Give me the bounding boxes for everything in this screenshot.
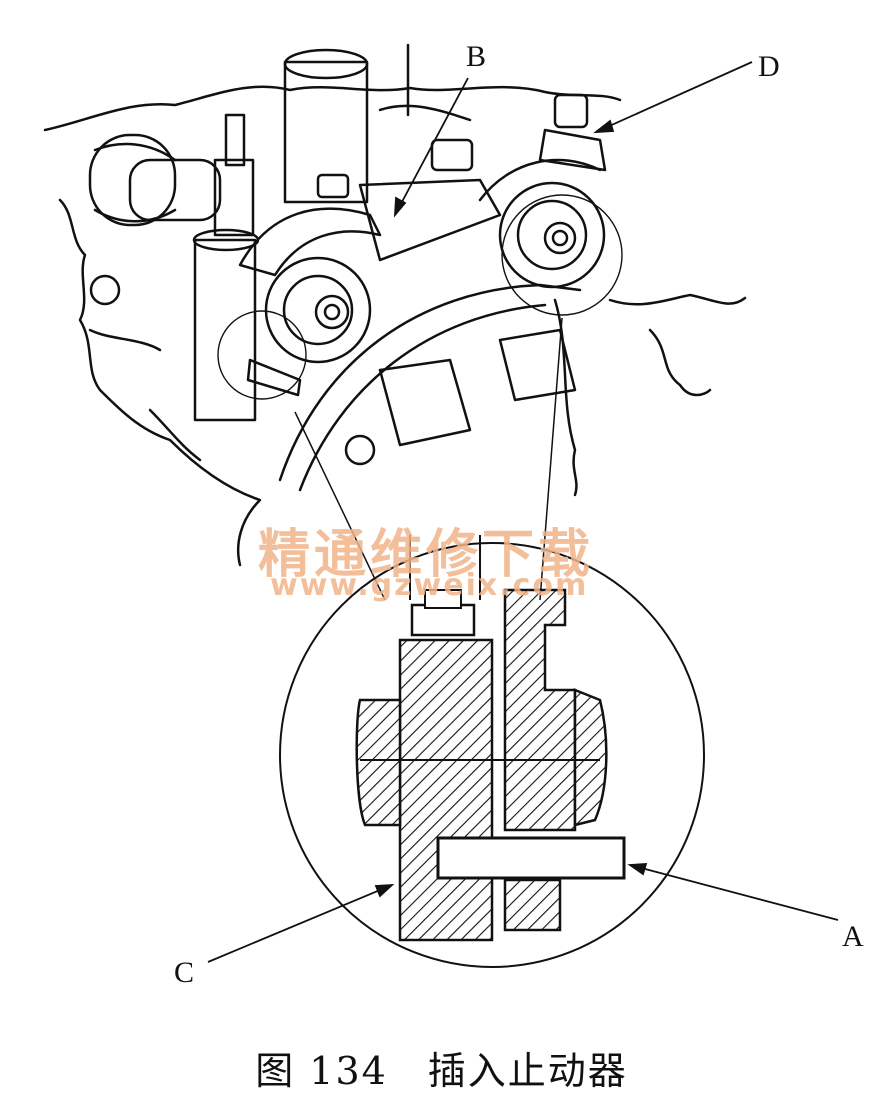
bolt-head: [410, 603, 476, 637]
hatched-shaft: [398, 638, 494, 942]
leader-a: [629, 864, 839, 921]
watermark-url: www.gzweix.com: [270, 568, 589, 603]
figure-caption: 图 134 插入止动器: [255, 1049, 628, 1093]
watermark-title: 精通维修下载: [258, 525, 595, 585]
label-d: D: [758, 50, 780, 83]
label-c: C: [174, 956, 195, 989]
detail-inset: [279, 535, 705, 968]
stopper-pin: [436, 836, 626, 880]
leader-d: [595, 61, 753, 133]
hatched-bracket: [503, 588, 577, 832]
engine-head-drawing: [43, 43, 747, 567]
leader-c: [207, 884, 393, 963]
label-b: B: [466, 40, 487, 73]
leader-lines: [207, 61, 839, 963]
detail-circle: [279, 542, 705, 968]
leader-b: [394, 77, 469, 216]
label-a: A: [842, 920, 864, 953]
